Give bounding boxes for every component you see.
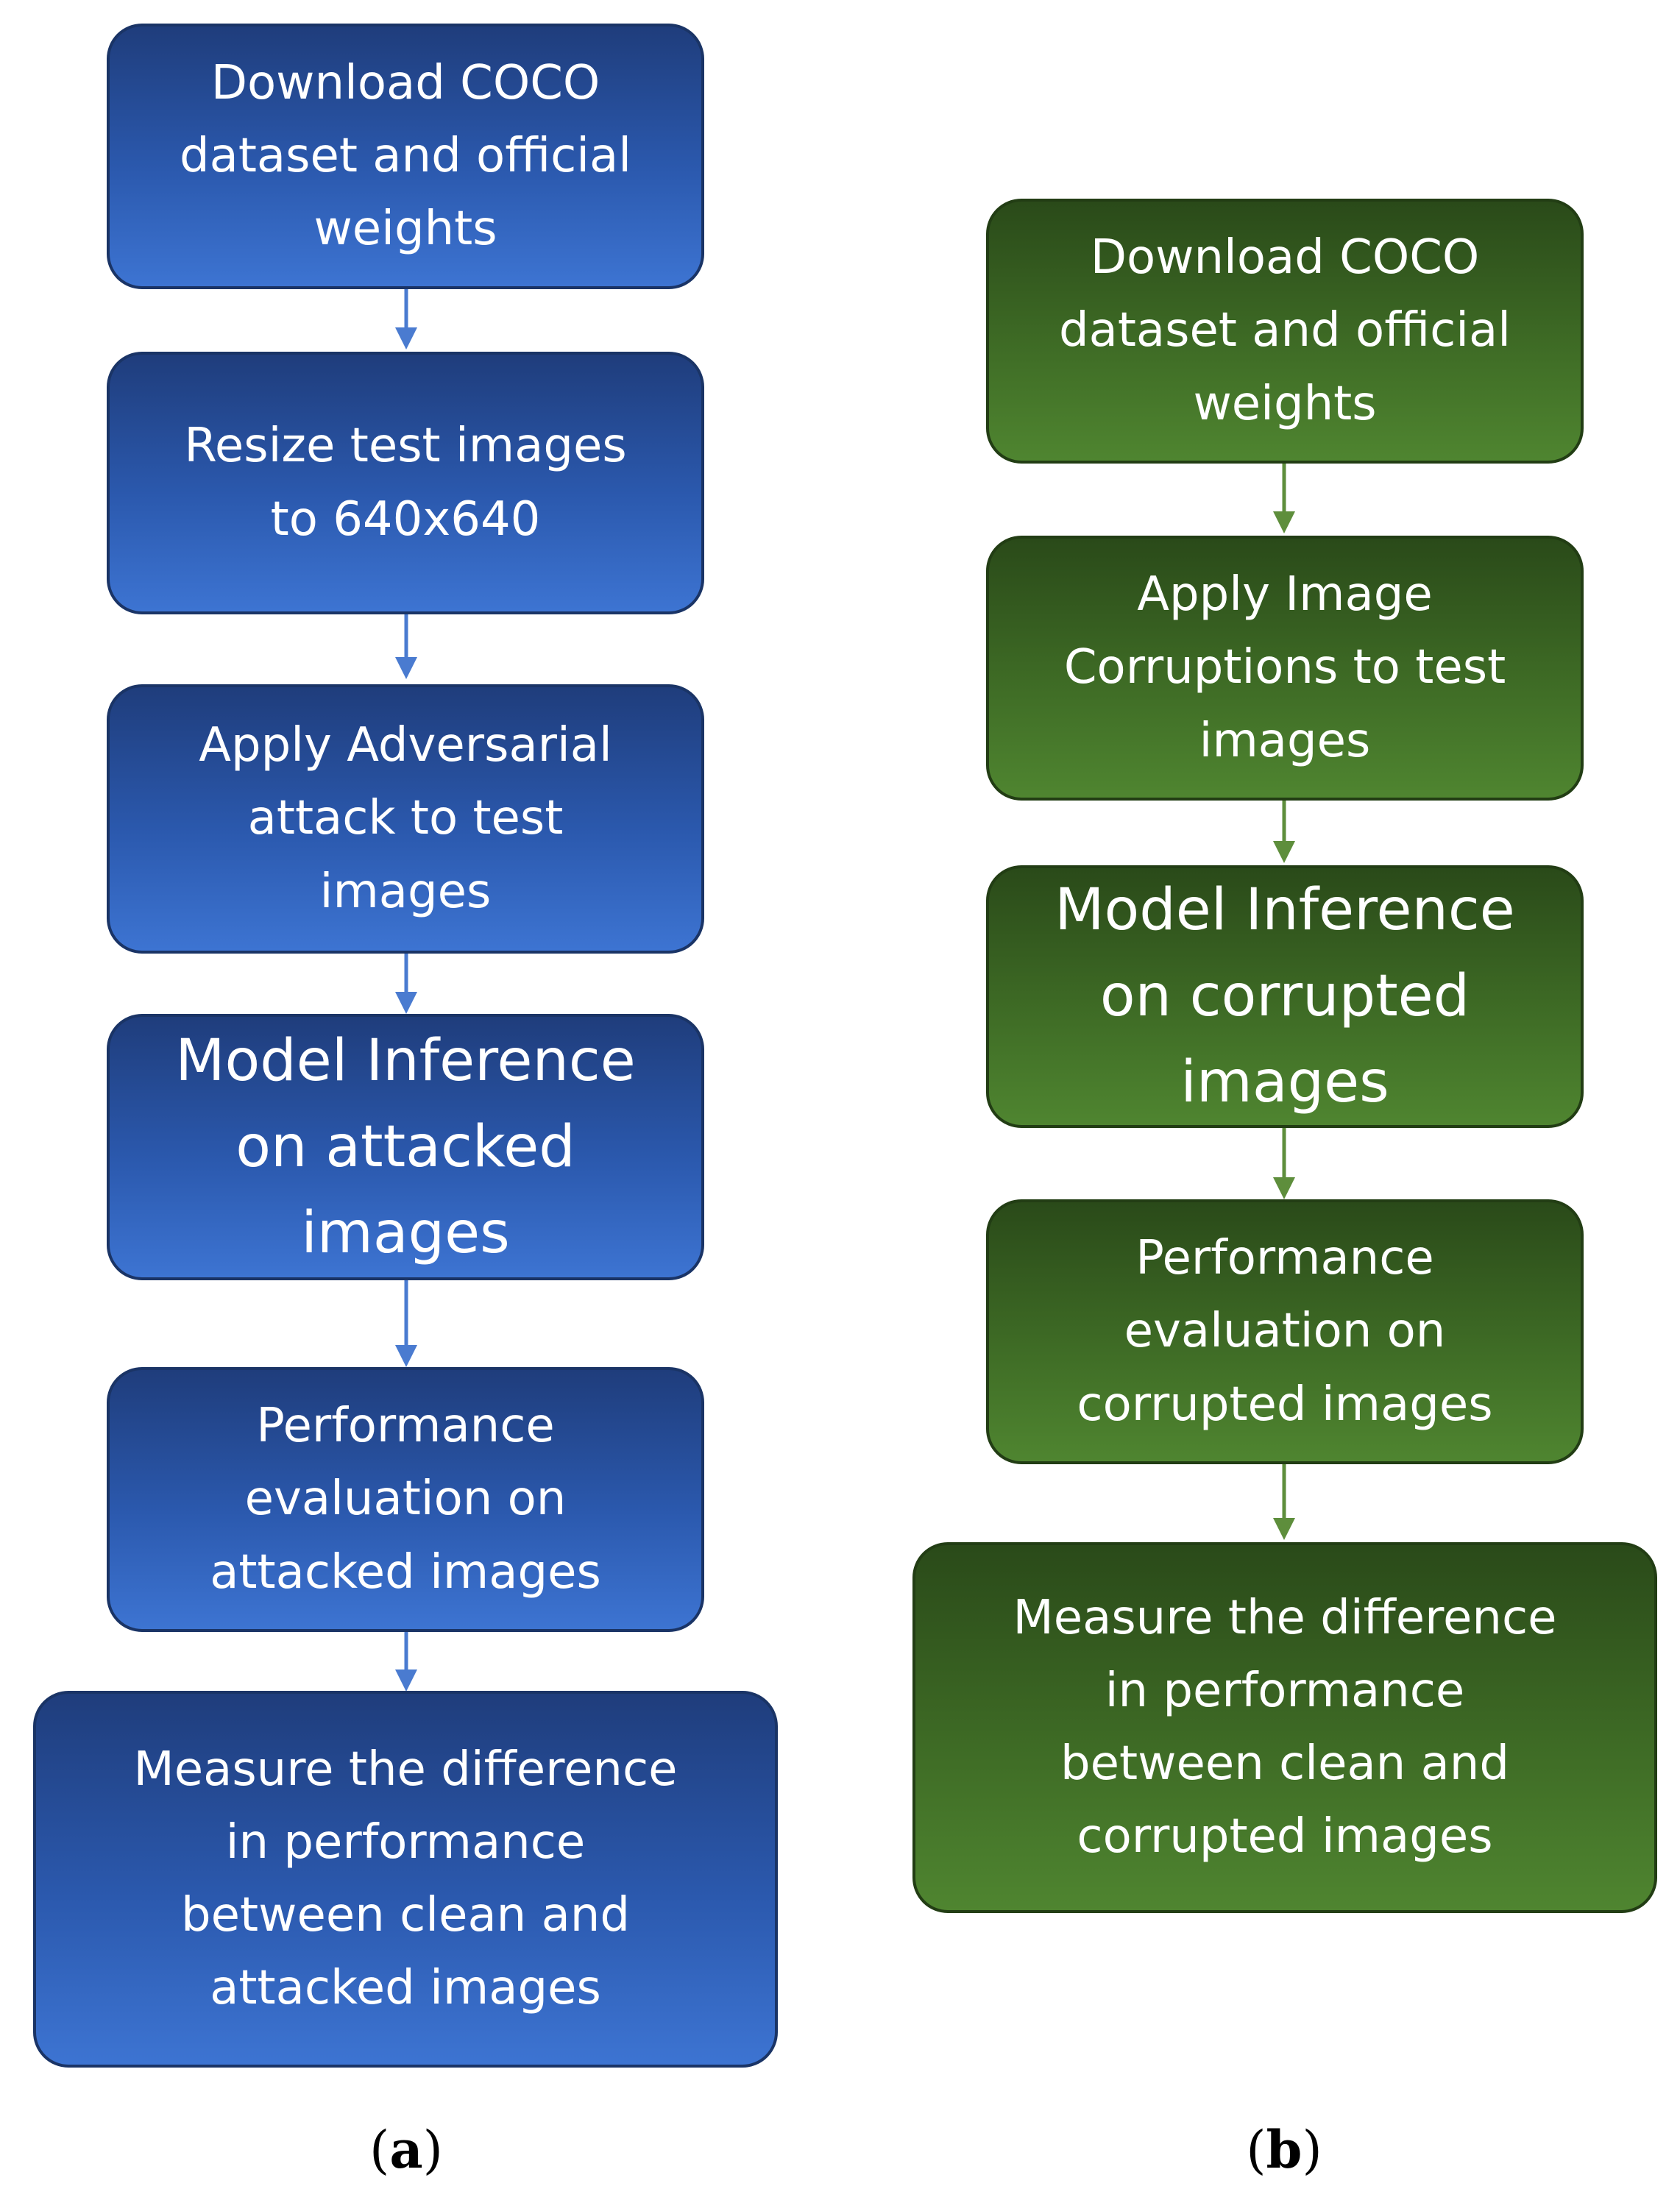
- caption-a-close: ): [422, 2120, 443, 2180]
- caption-a: (a): [296, 2119, 517, 2180]
- caption-a-open: (: [369, 2120, 390, 2180]
- flow-a-step-3: Apply Adversarial attack to test images: [107, 684, 704, 954]
- flow-b-step-5: Measure the difference in performance be…: [912, 1542, 1657, 1913]
- flow-a-step-4: Model Inference on attacked images: [107, 1014, 704, 1280]
- caption-b: (b): [1174, 2119, 1394, 2180]
- flow-a-step-1: Download COCO dataset and official weigh…: [107, 24, 704, 289]
- caption-b-close: ): [1302, 2120, 1322, 2180]
- caption-b-open: (: [1246, 2120, 1266, 2180]
- flow-b-step-4: Performance evaluation on corrupted imag…: [986, 1199, 1584, 1464]
- flow-a-step-2: Resize test images to 640x640: [107, 352, 704, 614]
- flow-a-step-5: Performance evaluation on attacked image…: [107, 1367, 704, 1632]
- caption-b-letter: b: [1266, 2119, 1302, 2180]
- flow-b-step-2: Apply Image Corruptions to test images: [986, 536, 1584, 801]
- flow-a-step-6: Measure the difference in performance be…: [33, 1691, 778, 2068]
- caption-a-letter: a: [389, 2119, 423, 2180]
- flow-b-step-3: Model Inference on corrupted images: [986, 865, 1584, 1128]
- flow-b-step-1: Download COCO dataset and official weigh…: [986, 199, 1584, 464]
